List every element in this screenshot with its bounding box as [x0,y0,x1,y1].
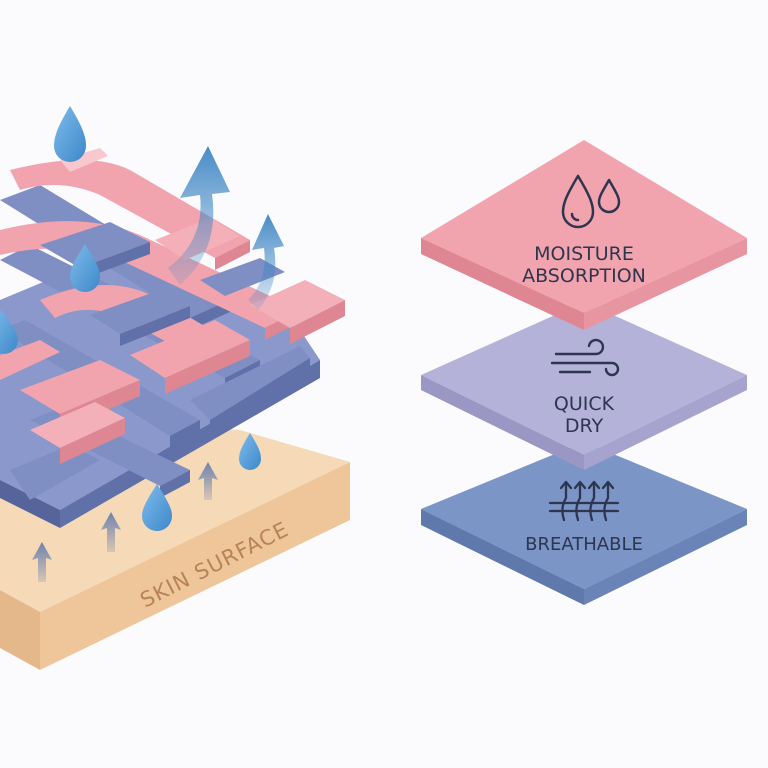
airflow-arrows-icon [548,480,620,522]
pink-block-e [0,340,60,380]
feature-label-moisture-line2: ABSORPTION [522,265,646,287]
feature-label-quickdry-line2: DRY [565,415,604,437]
vapor-arrow-icon [168,146,230,285]
feature-label-breathable: BREATHABLE [525,534,643,555]
feature-stack [421,140,747,605]
pink-block-b [130,320,250,378]
up-arrow-icon [101,512,121,552]
water-drops-icon [561,174,621,229]
skin-left [0,590,40,670]
vapor-arrow-icon [248,214,284,310]
water-drop-icon [70,244,100,292]
feature-label-quickdry-line1: QUICK [554,393,615,415]
skin-airflow-arrows [32,462,218,582]
skin-front [40,462,350,670]
pink-block-c [20,360,140,414]
vapor-arrows [168,146,284,310]
water-droplets [0,106,261,531]
feature-label-moisture-line1: MOISTURE [534,243,634,265]
water-drop-icon [54,106,86,162]
feature-breathable [421,442,747,605]
blue-overlay-strands [40,222,285,346]
water-drop-icon [239,433,261,470]
pink-block-d [30,402,125,448]
water-drop-icon [142,484,172,531]
fabric-base-left [0,480,60,528]
up-arrow-icon [32,542,52,582]
feature-moisture-absorption [421,140,747,330]
wind-icon [550,338,620,377]
water-drop-icon [0,310,18,354]
pink-block-a [250,280,345,328]
feature-quick-dry [421,302,747,470]
up-arrow-icon [198,462,218,500]
woven-fabric [0,148,345,528]
pink-block-f [60,148,108,172]
